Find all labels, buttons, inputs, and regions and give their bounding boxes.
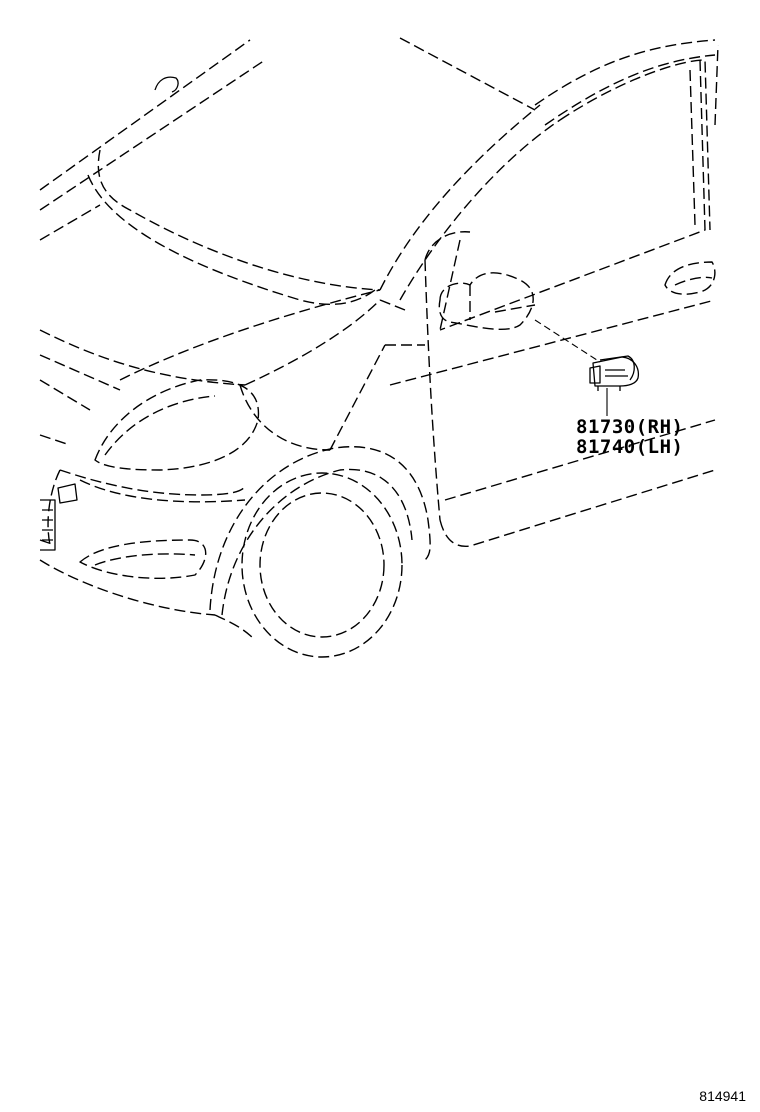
fog-lamp bbox=[79, 539, 207, 579]
headlight bbox=[94, 379, 260, 471]
leader-line bbox=[534, 319, 608, 416]
diagram-id-label: 814941 bbox=[699, 1088, 746, 1104]
side-mirror bbox=[438, 272, 536, 331]
part-number-lh[interactable]: 81740(LH) bbox=[576, 436, 684, 458]
hood bbox=[39, 289, 425, 451]
windshield bbox=[87, 104, 561, 305]
turn-signal-lamp-icon bbox=[589, 355, 640, 391]
front-tire bbox=[241, 472, 403, 658]
grille-edge bbox=[40, 499, 56, 551]
front-marker bbox=[57, 483, 78, 504]
front-door bbox=[389, 44, 719, 547]
wheel-arch bbox=[209, 446, 431, 616]
door-handle bbox=[664, 261, 716, 295]
roof-lines bbox=[39, 37, 716, 241]
front-bumper bbox=[39, 469, 256, 641]
roof-antenna bbox=[154, 76, 179, 93]
part-number-rh[interactable]: 81730(RH) bbox=[576, 416, 684, 438]
